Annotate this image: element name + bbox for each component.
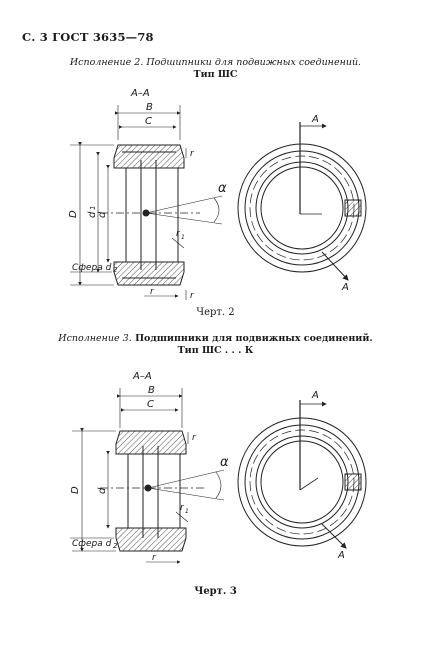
figure-2-alpha: α (218, 181, 227, 196)
figure-3-dim-c: C (147, 399, 154, 410)
figure-2-sphere-label: Сфера d (72, 263, 112, 273)
figure-2-dim-d1-sub: 1 (89, 206, 97, 210)
figure-2-dim-d1: d (87, 211, 98, 218)
figure-3-section-view (70, 388, 225, 564)
figure-2-variant-rest: Подшипники для подвижных соединений. (143, 57, 362, 68)
page-header: С. 3 ГОСТ 3635—78 (22, 30, 154, 44)
figure-2-sphere-sub: 2 (113, 266, 118, 274)
figure-3-variant: Исполнение 3. (58, 333, 132, 344)
figure-3-number: Черт. 3 (194, 586, 237, 597)
figure-2-dim-D: D (68, 210, 79, 218)
figure-3-section-label: А–А (132, 371, 152, 382)
figure-3-r-top: r (192, 433, 197, 443)
figure-2-dim-c: C (145, 116, 152, 127)
figure-3-caption: Исполнение 3. Подшипники для подвижных с… (0, 333, 431, 357)
figure-3-dim-b: B (148, 385, 155, 396)
figure-3-r: r (152, 553, 157, 563)
figure-2-section-view (70, 105, 223, 300)
figure-2-view-a-bottom: A (341, 282, 349, 293)
figure-2-section-label: А–А (130, 88, 150, 99)
figure-2-view-a-top: A (311, 114, 319, 125)
figure-3-variant-rest: Подшипники для подвижных соединений. (131, 333, 373, 344)
figure-3-dim-D: D (70, 486, 81, 494)
figure-2-r1-sub: 1 (181, 234, 185, 241)
figure-2-dim-d: d (97, 211, 108, 218)
figure-3-r1: r (180, 503, 185, 513)
figure-3-sphere-sub: 2 (113, 542, 118, 550)
figure-2-variant: Исполнение 2. (69, 57, 144, 68)
figure-3-sphere-label: Сфера d (72, 539, 112, 549)
figure-2-end-view (237, 122, 367, 281)
figure-3-type: Тип ШС . . . К (177, 345, 254, 356)
figure-2-number: Черт. 2 (196, 307, 235, 318)
figure-3-view-a-bottom: A (337, 550, 345, 561)
figure-2-r: r (150, 287, 155, 297)
figure-3-end-view (237, 400, 367, 549)
figure-2-r-top: r (190, 149, 195, 159)
figure-3-alpha: α (220, 455, 229, 470)
figure-2-r-right: r (190, 291, 195, 301)
figure-2-dim-b: B (146, 102, 153, 113)
figure-2-r1: r (176, 229, 181, 239)
figure-2-type: Тип ШС (193, 69, 238, 80)
figure-2-caption: Исполнение 2. Подшипники для подвижных с… (0, 57, 431, 81)
figure-3-dim-d: d (97, 487, 108, 494)
figure-3-view-a-top: A (311, 390, 319, 401)
figure-3-r1-sub: 1 (185, 508, 189, 515)
